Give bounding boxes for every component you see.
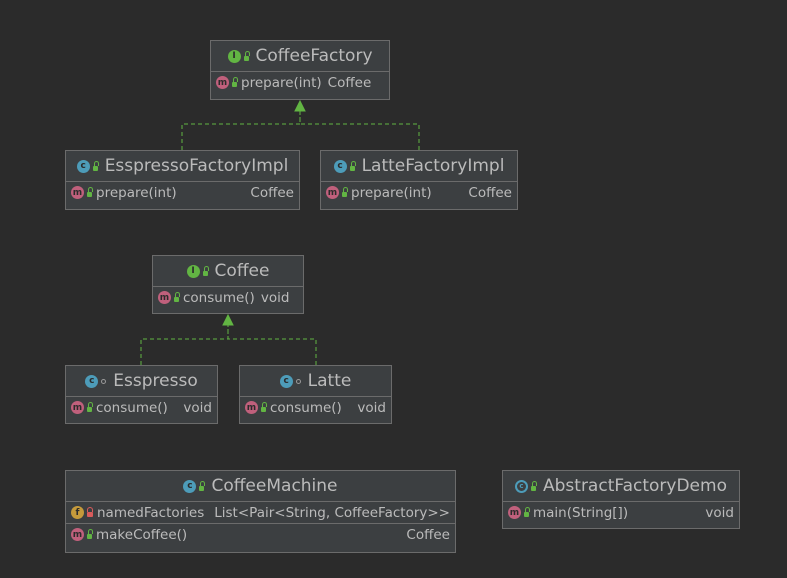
node-title: EsspressoFactoryImpl [104, 156, 289, 176]
public-visibility-icon [87, 529, 93, 539]
member-row[interactable]: m consume() void [153, 287, 303, 308]
member-name: consume() [183, 289, 255, 306]
node-latte-factory-impl[interactable]: c LatteFactoryImpl m prepare(int) Coffee [320, 150, 518, 210]
node-title: AbstractFactoryDemo [543, 476, 727, 496]
node-title: CoffeeFactory [255, 46, 373, 66]
runnable-class-icon: c [515, 479, 528, 493]
class-icon: c [76, 159, 90, 173]
member-type: void [183, 399, 212, 416]
member-row[interactable]: m main(String[]) void [503, 502, 739, 523]
member-row[interactable]: m prepare(int) Coffee [211, 72, 389, 93]
node-title: Esspresso [113, 371, 198, 391]
node-header: c EsspressoFactoryImpl [66, 151, 299, 182]
member-type: void [705, 504, 734, 521]
public-visibility-icon [87, 402, 93, 412]
member-name: consume() [270, 399, 342, 416]
member-row[interactable]: m prepare(int) Coffee [321, 182, 517, 203]
node-header: c Esspresso [66, 366, 217, 397]
class-icon: c [183, 479, 197, 493]
public-visibility-icon [349, 160, 356, 171]
node-title: Coffee [214, 261, 270, 281]
method-icon: m [71, 186, 84, 199]
implements-edge [140, 325, 229, 365]
public-visibility-icon [524, 507, 530, 517]
node-latte[interactable]: c Latte m consume() void [239, 365, 392, 424]
public-visibility-icon [202, 265, 209, 276]
public-visibility-icon [261, 402, 267, 412]
public-visibility-icon [174, 292, 180, 302]
interface-icon: I [227, 49, 241, 63]
class-icon: c [333, 159, 347, 173]
member-name: prepare(int) [351, 184, 432, 201]
member-row[interactable]: f namedFactories List<Pair<String, Coffe… [66, 502, 455, 523]
implements-edge [299, 111, 420, 150]
member-type: Coffee [250, 184, 294, 201]
interface-icon: I [186, 264, 200, 278]
abstract-method-icon: m [216, 76, 229, 89]
node-header: c LatteFactoryImpl [321, 151, 517, 182]
node-header: c Latte [240, 366, 391, 397]
package-private-visibility-icon [101, 378, 107, 384]
node-coffee[interactable]: I Coffee m consume() void [152, 255, 304, 314]
member-name: namedFactories [97, 504, 205, 521]
node-title: Latte [307, 371, 352, 391]
member-type: Coffee [468, 184, 512, 201]
class-icon: c [85, 374, 99, 388]
implements-edge [181, 111, 301, 150]
class-icon: c [279, 374, 293, 388]
member-row[interactable]: m consume() void [66, 397, 217, 418]
public-visibility-icon [87, 187, 93, 197]
member-type: void [260, 289, 290, 306]
public-visibility-icon [199, 480, 206, 491]
method-icon: m [71, 401, 84, 414]
member-type: Coffee [406, 526, 450, 543]
member-type: void [357, 399, 386, 416]
package-private-visibility-icon [295, 378, 301, 384]
node-header: I Coffee [153, 256, 303, 287]
public-visibility-icon [531, 480, 537, 491]
node-title: LatteFactoryImpl [361, 156, 505, 176]
implements-edge [227, 325, 317, 365]
node-esspresso-factory-impl[interactable]: c EsspressoFactoryImpl m prepare(int) Co… [65, 150, 300, 210]
member-row[interactable]: m prepare(int) Coffee [66, 182, 299, 203]
member-row[interactable]: m makeCoffee() Coffee [66, 523, 455, 545]
member-row[interactable]: m consume() void [240, 397, 391, 418]
method-icon: m [71, 528, 84, 541]
private-visibility-icon [87, 507, 93, 517]
node-header: I CoffeeFactory [211, 41, 389, 72]
method-icon: m [326, 186, 339, 199]
abstract-method-icon: m [158, 291, 171, 304]
node-esspresso[interactable]: c Esspresso m consume() void [65, 365, 218, 424]
public-visibility-icon [342, 187, 348, 197]
member-type: List<Pair<String, CoffeeFactory>> [214, 504, 450, 521]
public-visibility-icon [243, 50, 250, 61]
member-name: main(String[]) [533, 504, 629, 521]
node-abstract-factory-demo[interactable]: c AbstractFactoryDemo m main(String[]) v… [502, 470, 740, 529]
node-coffee-machine[interactable]: c CoffeeMachine f namedFactories List<Pa… [65, 470, 456, 553]
member-name: consume() [96, 399, 168, 416]
member-type: Coffee [327, 74, 372, 91]
member-name: prepare(int) [241, 74, 322, 91]
public-visibility-icon [92, 160, 99, 171]
method-icon: m [245, 401, 258, 414]
node-header: c CoffeeMachine [66, 471, 455, 502]
node-title: CoffeeMachine [211, 476, 338, 496]
member-name: prepare(int) [96, 184, 177, 201]
member-name: makeCoffee() [96, 526, 188, 543]
inheritance-arrowhead [294, 99, 306, 112]
public-visibility-icon [232, 77, 238, 87]
inheritance-arrowhead [222, 313, 234, 326]
field-icon: f [71, 506, 84, 519]
node-coffee-factory[interactable]: I CoffeeFactory m prepare(int) Coffee [210, 40, 390, 100]
node-header: c AbstractFactoryDemo [503, 471, 739, 502]
static-method-icon: m [508, 506, 521, 519]
